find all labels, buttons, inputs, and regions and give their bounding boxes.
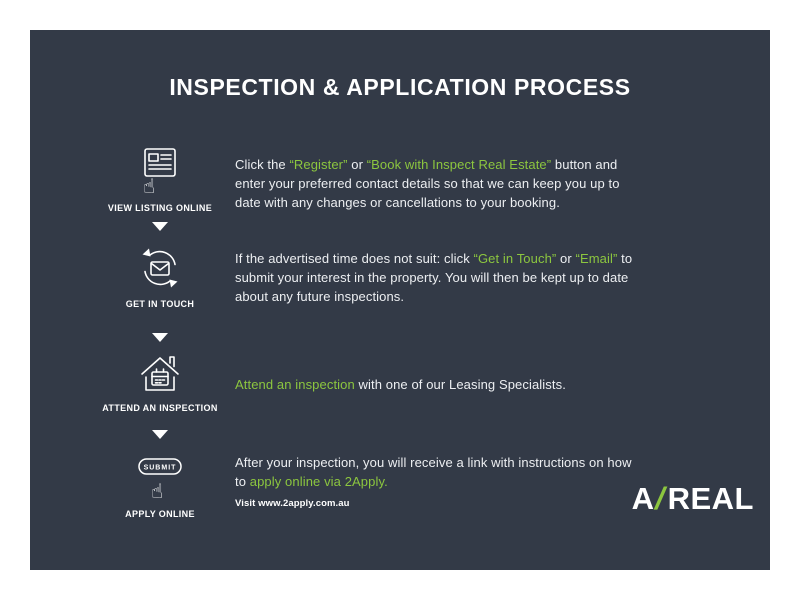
- step-description-1: Click the “Register” or “Book with Inspe…: [235, 156, 645, 213]
- attend-inspection-icon: [141, 356, 179, 391]
- desc-segment: If the advertised time does not suit: cl…: [235, 251, 474, 266]
- desc-segment: Click the: [235, 157, 290, 172]
- down-arrow-icon: [152, 222, 168, 231]
- brand-logo: A/REAL: [632, 481, 754, 517]
- desc-segment: to submit your interest in the property.…: [235, 251, 633, 304]
- desc-segment: After your inspection, you will receive …: [235, 455, 632, 489]
- desc-segment-highlight: “Email”: [575, 251, 618, 266]
- visit-note: Visit www.2apply.com.au: [235, 498, 350, 509]
- step-description-2: If the advertised time does not suit: cl…: [235, 250, 645, 307]
- logo-right: REAL: [667, 481, 754, 516]
- down-arrow-icon: [152, 430, 168, 439]
- desc-segment-highlight: Attend an inspection: [235, 377, 355, 392]
- step-label-apply-online: APPLY ONLINE: [125, 509, 195, 519]
- pointer-hand-icon: ☝: [143, 176, 155, 196]
- step-get-in-touch: GET IN TOUCH: [95, 244, 225, 309]
- logo-left: A: [631, 481, 655, 516]
- page-title: INSPECTION & APPLICATION PROCESS: [169, 74, 631, 100]
- step-label-get-in-touch: GET IN TOUCH: [125, 299, 195, 309]
- step-label-attend-inspection: ATTEND AN INSPECTION: [102, 403, 218, 413]
- submit-button-text: SUBMIT: [144, 465, 177, 472]
- step-description-4: After your inspection, you will receive …: [235, 454, 645, 492]
- view-listing-online-icon: ☝: [143, 148, 176, 196]
- desc-segment: with one of our Leasing Specialists.: [354, 377, 566, 392]
- desc-segment-highlight: “Book with Inspect Real Estate”: [366, 157, 552, 172]
- desc-segment: button and enter your preferred contact …: [235, 157, 620, 210]
- step-apply-online: SUBMIT ☝ APPLY ONLINE: [95, 452, 225, 519]
- desc-segment: or: [556, 251, 576, 266]
- desc-segment-highlight: “Get in Touch”: [473, 251, 557, 266]
- step-label-view-listing: VIEW LISTING ONLINE: [107, 203, 213, 213]
- step-view-listing: ☝ VIEW LISTING ONLINE: [95, 144, 225, 213]
- pointer-hand-icon: ☝: [151, 481, 163, 502]
- get-in-touch-icon: [142, 248, 178, 288]
- desc-segment: or: [347, 157, 367, 172]
- step-attend-inspection: ATTEND AN INSPECTION: [95, 350, 225, 413]
- step-description-3: Attend an inspection with one of our Lea…: [235, 376, 645, 395]
- apply-online-icon: SUBMIT ☝: [138, 458, 182, 502]
- desc-segment-highlight: apply online via 2Apply.: [249, 473, 388, 489]
- down-arrow-icon: [152, 333, 168, 342]
- flyer-panel: INSPECTION & APPLICATION PROCESS ☝ VIEW …: [30, 30, 770, 570]
- desc-segment-highlight: “Register”: [289, 157, 348, 172]
